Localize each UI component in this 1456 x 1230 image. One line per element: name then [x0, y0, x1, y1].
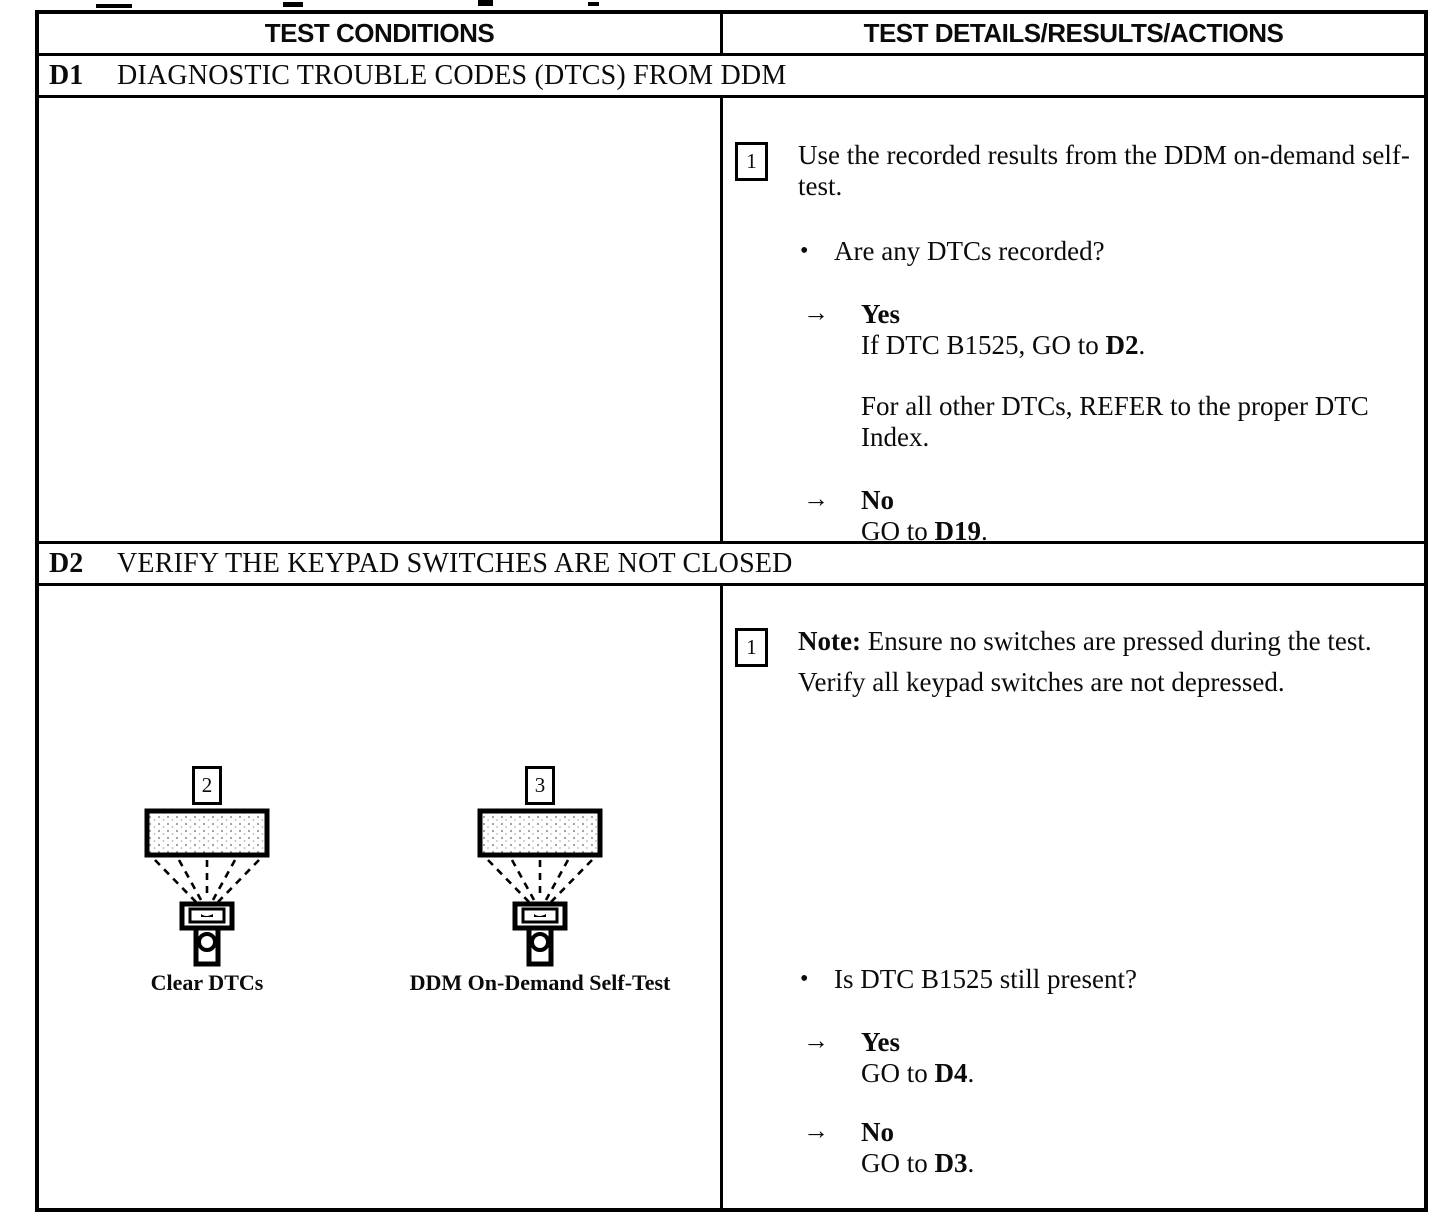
- step-reference: D4: [934, 1058, 968, 1088]
- d1-yes-row: → Yes: [723, 298, 1424, 330]
- dashed-projection-lines: [154, 859, 260, 903]
- step-number-box: 1: [735, 628, 768, 667]
- d2-verify-paragraph: Verify all keypad switches are not depre…: [798, 667, 1285, 697]
- section-id-d2: D2: [49, 547, 84, 579]
- note-label: Note:: [798, 626, 861, 656]
- section-id-d1: D1: [49, 59, 84, 91]
- d2-test-details-cell: 1 Note: Ensure no switches are pressed d…: [723, 586, 1424, 1208]
- action-text: GO to: [861, 1058, 935, 1088]
- section-d2-body-row: 2: [39, 586, 1424, 1208]
- arrow-right-icon: →: [803, 484, 829, 513]
- d1-no-action: GO to D19.: [861, 516, 1401, 541]
- scan-artifact: [96, 4, 132, 8]
- figure-number-box: 3: [525, 766, 555, 805]
- d1-no-row: → No: [723, 484, 1424, 516]
- step-reference: D3: [934, 1148, 968, 1178]
- action-text: .: [967, 1148, 975, 1178]
- d2-no-row: → No: [723, 1116, 1424, 1148]
- d1-question-row: • Are any DTCs recorded?: [723, 236, 1424, 267]
- table-header-row: TEST CONDITIONS TEST DETAILS/RESULTS/ACT…: [39, 14, 1424, 56]
- d1-other-dtcs-para: For all other DTCs, REFER to the proper …: [861, 391, 1369, 452]
- d1-yes-action: If DTC B1525, GO to D2.: [861, 330, 1401, 361]
- step-reference: D19: [934, 516, 982, 541]
- figure-clear-dtcs: 2: [67, 766, 347, 996]
- display-rectangle: [477, 808, 603, 858]
- note-text: Ensure no switches are pressed during th…: [860, 626, 1372, 656]
- section-d2-title-row: D2 VERIFY THE KEYPAD SWITCHES ARE NOT CL…: [39, 544, 1424, 586]
- section-d1-title-row: D1 DIAGNOSTIC TROUBLE CODES (DTCS) FROM …: [39, 56, 1424, 98]
- scan-artifact: [283, 2, 303, 7]
- d2-no-label: No: [861, 1117, 894, 1147]
- d1-step-1: 1 Use the recorded results from the DDM …: [723, 140, 1424, 202]
- section-d1-body-row: 1 Use the recorded results from the DDM …: [39, 98, 1424, 544]
- d2-yes-label: Yes: [861, 1027, 900, 1057]
- message-center-and-scan-tool-illustration: [477, 808, 603, 967]
- arrow-right-icon: →: [803, 298, 829, 327]
- d2-yes-action: GO to D4.: [861, 1058, 1401, 1089]
- action-text: .: [967, 1058, 975, 1088]
- d2-note-paragraph: Note: Ensure no switches are pressed dur…: [798, 626, 1372, 656]
- header-test-conditions: TEST CONDITIONS: [39, 14, 723, 53]
- d2-step-1: 1 Note: Ensure no switches are pressed d…: [723, 626, 1424, 698]
- d1-step-text: Use the recorded results from the DDM on…: [798, 140, 1410, 201]
- scan-tool-icon: [512, 901, 568, 967]
- d2-question-text: Is DTC B1525 still present?: [834, 964, 1137, 994]
- step-number-box: 1: [735, 142, 768, 181]
- action-text: .: [1138, 330, 1146, 360]
- d2-no-action: GO to D3.: [861, 1148, 1401, 1179]
- dashed-projection-lines: [487, 859, 593, 903]
- figure-number-box: 2: [192, 766, 222, 805]
- bullet-icon: •: [800, 966, 809, 992]
- action-text: .: [981, 516, 988, 541]
- bullet-icon: •: [800, 238, 809, 264]
- arrow-right-icon: →: [803, 1026, 829, 1055]
- message-center-and-scan-tool-illustration: [144, 808, 270, 967]
- figure-caption: Clear DTCs: [150, 970, 264, 995]
- action-text: GO to: [861, 516, 935, 541]
- pinpoint-test-table: TEST CONDITIONS TEST DETAILS/RESULTS/ACT…: [35, 10, 1428, 1212]
- d1-yes-label: Yes: [861, 299, 900, 329]
- d2-step-text: Note: Ensure no switches are pressed dur…: [798, 626, 1372, 698]
- section-title-d1: DIAGNOSTIC TROUBLE CODES (DTCS) FROM DDM: [117, 59, 787, 91]
- arrow-right-icon: →: [803, 1116, 829, 1145]
- figure-caption: DDM On-Demand Self-Test: [409, 970, 671, 995]
- d1-test-details-cell: 1 Use the recorded results from the DDM …: [723, 98, 1424, 541]
- d1-question-text: Are any DTCs recorded?: [834, 236, 1105, 266]
- section-title-d2: VERIFY THE KEYPAD SWITCHES ARE NOT CLOSE…: [117, 547, 793, 579]
- d1-test-conditions-cell: [39, 98, 723, 541]
- display-rectangle: [144, 808, 270, 858]
- step-reference: D2: [1105, 330, 1139, 360]
- scan-artifact: [588, 2, 599, 6]
- d1-no-label: No: [861, 485, 894, 515]
- d2-test-conditions-cell: 2: [39, 586, 723, 1208]
- figure-ddm-on-demand-self-test: 3: [400, 766, 680, 996]
- action-text: GO to: [861, 1148, 935, 1178]
- action-text: If DTC B1525, GO to: [861, 330, 1106, 360]
- header-test-details: TEST DETAILS/RESULTS/ACTIONS: [863, 18, 1284, 48]
- d2-question-row: • Is DTC B1525 still present?: [723, 964, 1424, 995]
- scan-artifact: [478, 0, 493, 6]
- d2-yes-row: → Yes: [723, 1026, 1424, 1058]
- scan-tool-icon: [179, 901, 235, 967]
